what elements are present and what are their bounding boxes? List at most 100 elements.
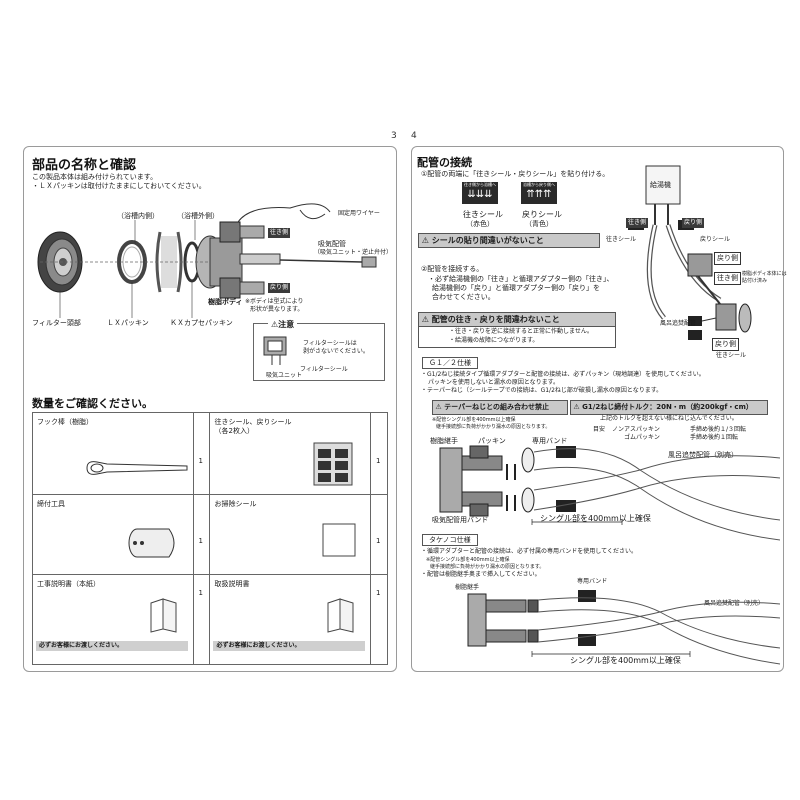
diagram-return-box: 戻り側 <box>714 252 741 265</box>
item-hook-qty: 1 <box>198 457 203 465</box>
g12-line-2: パッキンを使用しないと漏水の原因となります。 <box>428 379 560 386</box>
go-seal-label: 往きシール <box>463 210 503 219</box>
tk-single-label: シングル部を400mm以上確保 <box>570 656 681 665</box>
return-seal-sample: 浴槽から戻り側へ ⇈⇈⇈ <box>521 182 557 204</box>
step2-line-4: 合わせてください。 <box>432 293 495 301</box>
item-user-manual-cell: 取扱説明書 必ずお客様にお渡しください。 <box>209 574 372 665</box>
g12-note-2: 継手接続部に負荷がかかり漏水の原因となります。 <box>436 424 551 430</box>
intro-line-2: ・ＬＸパッキンは取付けたままにしておいてください。 <box>32 182 206 190</box>
item-user-manual-qty: 1 <box>376 589 381 597</box>
item-manual-qty: 1 <box>198 589 203 597</box>
pipe-warning-title: 配管の往き・戻りを間違わないこと <box>431 315 560 324</box>
tk-fitting-label: 樹脂継手 <box>455 584 480 591</box>
pipe-warning-body: ・往き・戻りを逆に接続すると正常に作動しません。 ・給湯機の故障につながります。 <box>418 326 616 348</box>
go-seal-sample: 往き側から浴槽へ ⇊⇊⇊ <box>462 182 498 204</box>
return-arrows-icon: ⇈⇈⇈ <box>526 189 552 200</box>
parts-diagram <box>37 203 377 318</box>
item-user-manual-qty-cell: 1 <box>370 574 388 665</box>
piping-system-diagram <box>628 165 752 340</box>
item-tool-cell: 締付工具 <box>32 494 194 575</box>
fitting-label: 樹脂継手 <box>430 437 458 445</box>
item-tool-qty: 1 <box>198 537 203 545</box>
diagram-go-tag: 往き側 <box>626 218 649 228</box>
diagram-return-box-2: 戻り側 <box>712 338 739 351</box>
item-user-manual-name: 取扱説明書 <box>214 580 250 588</box>
lx-packing-label: ＬＸパッキン <box>107 319 149 327</box>
g12-note-1: ※配管シングル部を400mm以上確保 <box>432 417 516 423</box>
item-manual-cell: 工事説明書（本紙） 必ずお客様にお渡しください。 <box>32 574 194 665</box>
takenoko-line-3: 継手接続部に負荷がかかり漏水の原因となります。 <box>430 564 545 570</box>
bath-pipe-sep-label: 風呂追焚配管（別売） <box>668 451 738 459</box>
taper-warning-title: テーパーねじとの組み合わせ禁止 <box>444 403 550 411</box>
go-seal-tag-2: 往きシール <box>716 352 747 359</box>
kx-cap-packing-label: ＫＸカプセパッキン <box>170 319 233 327</box>
item-clean-seal-cell: お掃除シール <box>209 494 372 575</box>
piping-title: 配管の接続 <box>417 156 472 169</box>
item-hook-name: フック棒（樹脂） <box>37 418 93 426</box>
torque-row1-c: 手締め後約１/３回転 <box>690 426 747 433</box>
g12-line-3: ・テーパーねじ（シールテープでの接続は、G1/2ねじ部が破損し漏水の原因となりま… <box>421 387 663 394</box>
intro-line-1: この製品本体は組み付けられています。 <box>32 173 158 181</box>
torque-warning-title: G1/2ねじ締付トルク：20N・m（約200kgf・cm） <box>582 403 753 411</box>
return-seal-label: 戻りシール <box>522 210 562 219</box>
caution-line-1: フィルターシールは <box>303 340 357 347</box>
go-arrows-icon: ⇊⇊⇊ <box>467 189 493 200</box>
seal-warning-title: シールの貼り間違いがないこと <box>431 236 544 245</box>
deliver-notice-left: 必ずお客様にお渡しください。 <box>36 641 188 651</box>
filter-unit-illustration <box>263 336 287 365</box>
body-note-2: 形状が異なります。 <box>250 306 304 313</box>
torque-row2-c: 手締め後約１回転 <box>690 434 739 441</box>
intake-pipe-label: 吸気配管 <box>318 240 346 248</box>
warning-icon: ⚠ <box>571 403 583 411</box>
go-seal-mini-text: 往き側から浴槽へ <box>464 182 496 187</box>
torque-row1-a: 目安 <box>593 426 606 433</box>
diagram-return-tag: 戻り側 <box>682 218 705 228</box>
caution-box <box>253 323 385 381</box>
takenoko-line-2: ※配管シングル部を400mm以上確保 <box>426 557 510 563</box>
takenoko-line-1: ・循環アダプターと配管の接続は、必ず付属の専用バンドを使用してください。 <box>421 548 637 555</box>
takenoko-line-4: ・配管は樹脂継手奥まで挿入してください。 <box>421 571 541 578</box>
return-side-tag: 戻り側 <box>268 283 291 293</box>
bath-pipe-label: 風呂追焚配管 <box>660 320 697 327</box>
caution-header: ⚠注意 <box>268 320 298 330</box>
go-side-tag: 往き側 <box>268 228 291 238</box>
torque-row1-b: ノンアスパッキン <box>612 426 660 433</box>
seal-warning-bar: ⚠ シールの貼り間違いがないこと <box>418 233 600 248</box>
parts-title: 部品の名称と確認 <box>32 158 137 173</box>
item-tool-name: 締付工具 <box>37 500 65 508</box>
user-manual-illustration <box>327 598 354 633</box>
diagram-go-box: 往き側 <box>714 272 741 285</box>
return-seal-color: （青色） <box>525 220 553 228</box>
item-seal-name: 往きシール、戻りシール <box>214 418 292 426</box>
torque-row2-b: ゴムパッキン <box>624 434 660 441</box>
step2-line-3: 給湯機側の「戻り」と循環アダプター側の「戻り」を <box>432 284 600 292</box>
item-clean-seal-name: お掃除シール <box>214 500 257 508</box>
filter-seal-label: フィルターシール <box>300 366 348 373</box>
parts-check-table: フック棒（樹脂） 1 往きシール、戻りシール （各2枚入） 1 締付工具 <box>32 412 388 665</box>
resin-body-part <box>195 221 281 299</box>
go-seal-tag: 往きシール <box>606 236 637 243</box>
return-seal-mini-text: 浴槽から戻り側へ <box>523 182 555 187</box>
tk-band-label: 専用バンド <box>577 578 608 585</box>
intake-unit-small-label: 吸気ユニット <box>266 372 303 379</box>
item-seal-cell: 往きシール、戻りシール （各2枚入） <box>209 412 372 495</box>
item-seal-qty: 1 <box>376 457 381 465</box>
item-seal-qty-cell: 1 <box>370 412 388 495</box>
band-label: 専用バンド <box>532 437 568 445</box>
taper-warning-bar: ⚠ テーパーねじとの組み合わせ禁止 <box>432 400 568 415</box>
intake-band-label: 吸気配管用バンド <box>432 516 489 524</box>
go-seal-color: （赤色） <box>466 220 494 228</box>
g12-spec-tab: Ｇ１／２仕様 <box>422 357 478 369</box>
item-clean-seal-qty: 1 <box>376 537 381 545</box>
bath-inside-label: （浴槽内側） <box>117 212 159 220</box>
warning-icon: ⚠ <box>419 315 432 324</box>
takenoko-spec-tab: タケノコ仕様 <box>422 534 478 546</box>
caution-line-2: 剥がさないでください。 <box>303 348 369 355</box>
resin-body-note-2: 貼付け済み <box>742 278 768 284</box>
heater-label: 給湯機 <box>650 181 671 189</box>
manual-illustration <box>150 598 177 633</box>
step1-text: ①配管の両端に「往きシール・戻りシール」を貼り付ける。 <box>421 170 610 178</box>
g12-line-1: ・G1/2ねじ接続タイプ循環アダプターと配管の接続は、必ずパッキン（現地調達）を… <box>421 371 705 378</box>
